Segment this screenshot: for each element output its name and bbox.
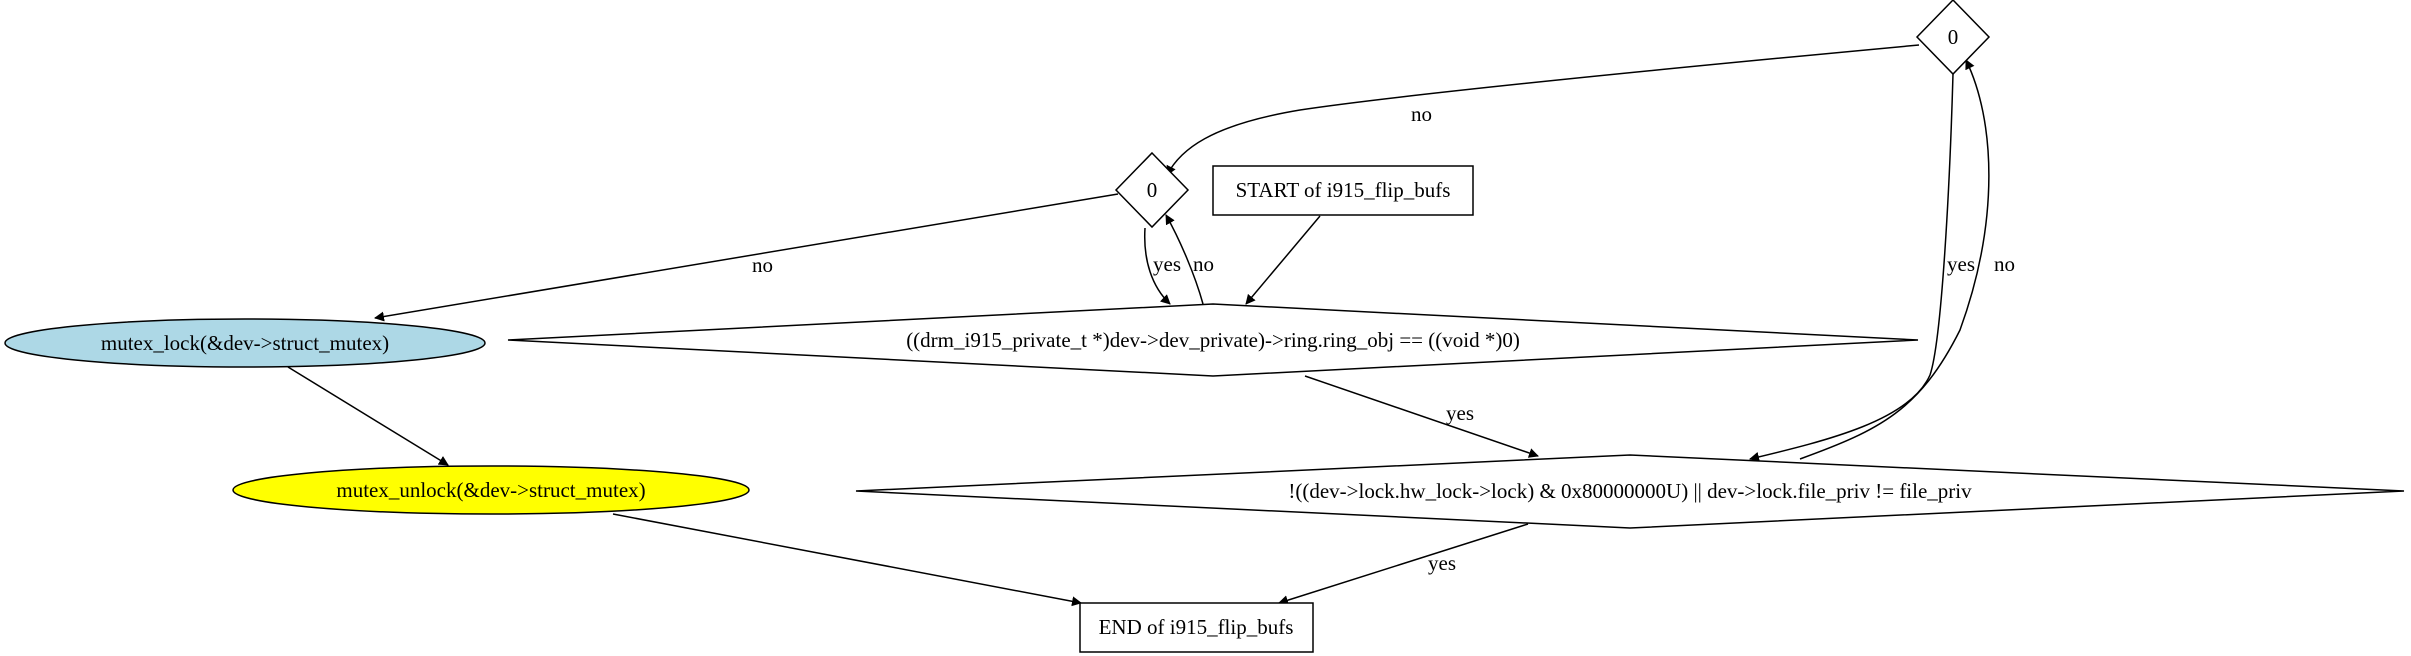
- edge-label-no-mutex: no: [752, 253, 773, 277]
- mutex-lock-shape: [4, 318, 486, 368]
- edge-label-no-ring: no: [1193, 252, 1214, 276]
- zero-top-shape: [1915, 0, 1991, 76]
- end-label: END of i915_flip_bufs: [1099, 615, 1294, 639]
- zero-mid-shape: [1114, 151, 1190, 229]
- edge-label-yes-lock: yes: [1428, 551, 1456, 575]
- edge-cond-lock-yes-to-end: [1278, 523, 1529, 606]
- edge-label-yes-top: yes: [1947, 252, 1975, 276]
- edge-mutex-lock-to-unlock: [287, 366, 449, 466]
- zero-mid-label: 0: [1147, 178, 1158, 202]
- edge-start-to-cond-ring: [1245, 215, 1321, 305]
- node-mutex-unlock: mutex_unlock(&dev->struct_mutex): [232, 465, 750, 515]
- mutex-unlock-shape: [232, 465, 750, 515]
- cond-ring-label: ((drm_i915_private_t *)dev->dev_private)…: [906, 328, 1520, 352]
- edge-label-no-top: no: [1411, 102, 1432, 126]
- start-shape: [1212, 165, 1474, 216]
- node-zero-mid: 0: [1114, 151, 1190, 229]
- edge-zero-top-yes-to-cond-lock: [1749, 73, 1954, 462]
- node-start: START of i915_flip_bufs: [1212, 165, 1474, 216]
- cond-ring-shape: [507, 303, 1919, 377]
- cond-lock-shape: [855, 454, 2405, 529]
- edge-label-no-lock: no: [1994, 252, 2015, 276]
- end-shape: [1079, 602, 1314, 653]
- mutex-unlock-label: mutex_unlock(&dev->struct_mutex): [336, 478, 645, 502]
- node-cond-lock: !((dev->lock.hw_lock->lock) & 0x80000000…: [855, 454, 2405, 529]
- edge-zero-mid-yes-to-cond-ring: [1143, 227, 1171, 305]
- edge-cond-ring-no-to-zero-mid: [1165, 214, 1204, 305]
- edge-zero-top-no-to-zero-mid: [1166, 44, 1920, 176]
- cond-lock-label: !((dev->lock.hw_lock->lock) & 0x80000000…: [1288, 479, 1972, 503]
- edge-cond-lock-no-to-zero-top: [1799, 59, 1990, 460]
- edge-label-yes-mid: yes: [1153, 252, 1181, 276]
- edge-zero-mid-no-to-mutex-lock: [374, 193, 1119, 322]
- edge-label-yes-ring: yes: [1446, 401, 1474, 425]
- edge-mutex-unlock-to-end: [612, 513, 1082, 607]
- node-zero-top: 0: [1915, 0, 1991, 76]
- node-end: END of i915_flip_bufs: [1079, 602, 1314, 653]
- zero-top-label: 0: [1948, 25, 1959, 49]
- node-cond-ring: ((drm_i915_private_t *)dev->dev_private)…: [507, 303, 1919, 377]
- edges: no yes no yes no yes no yes: [287, 44, 2015, 607]
- start-label: START of i915_flip_bufs: [1236, 178, 1451, 202]
- edge-cond-ring-yes-to-cond-lock: [1304, 375, 1539, 458]
- node-mutex-lock: mutex_lock(&dev->struct_mutex): [4, 318, 486, 368]
- mutex-lock-label: mutex_lock(&dev->struct_mutex): [101, 331, 389, 355]
